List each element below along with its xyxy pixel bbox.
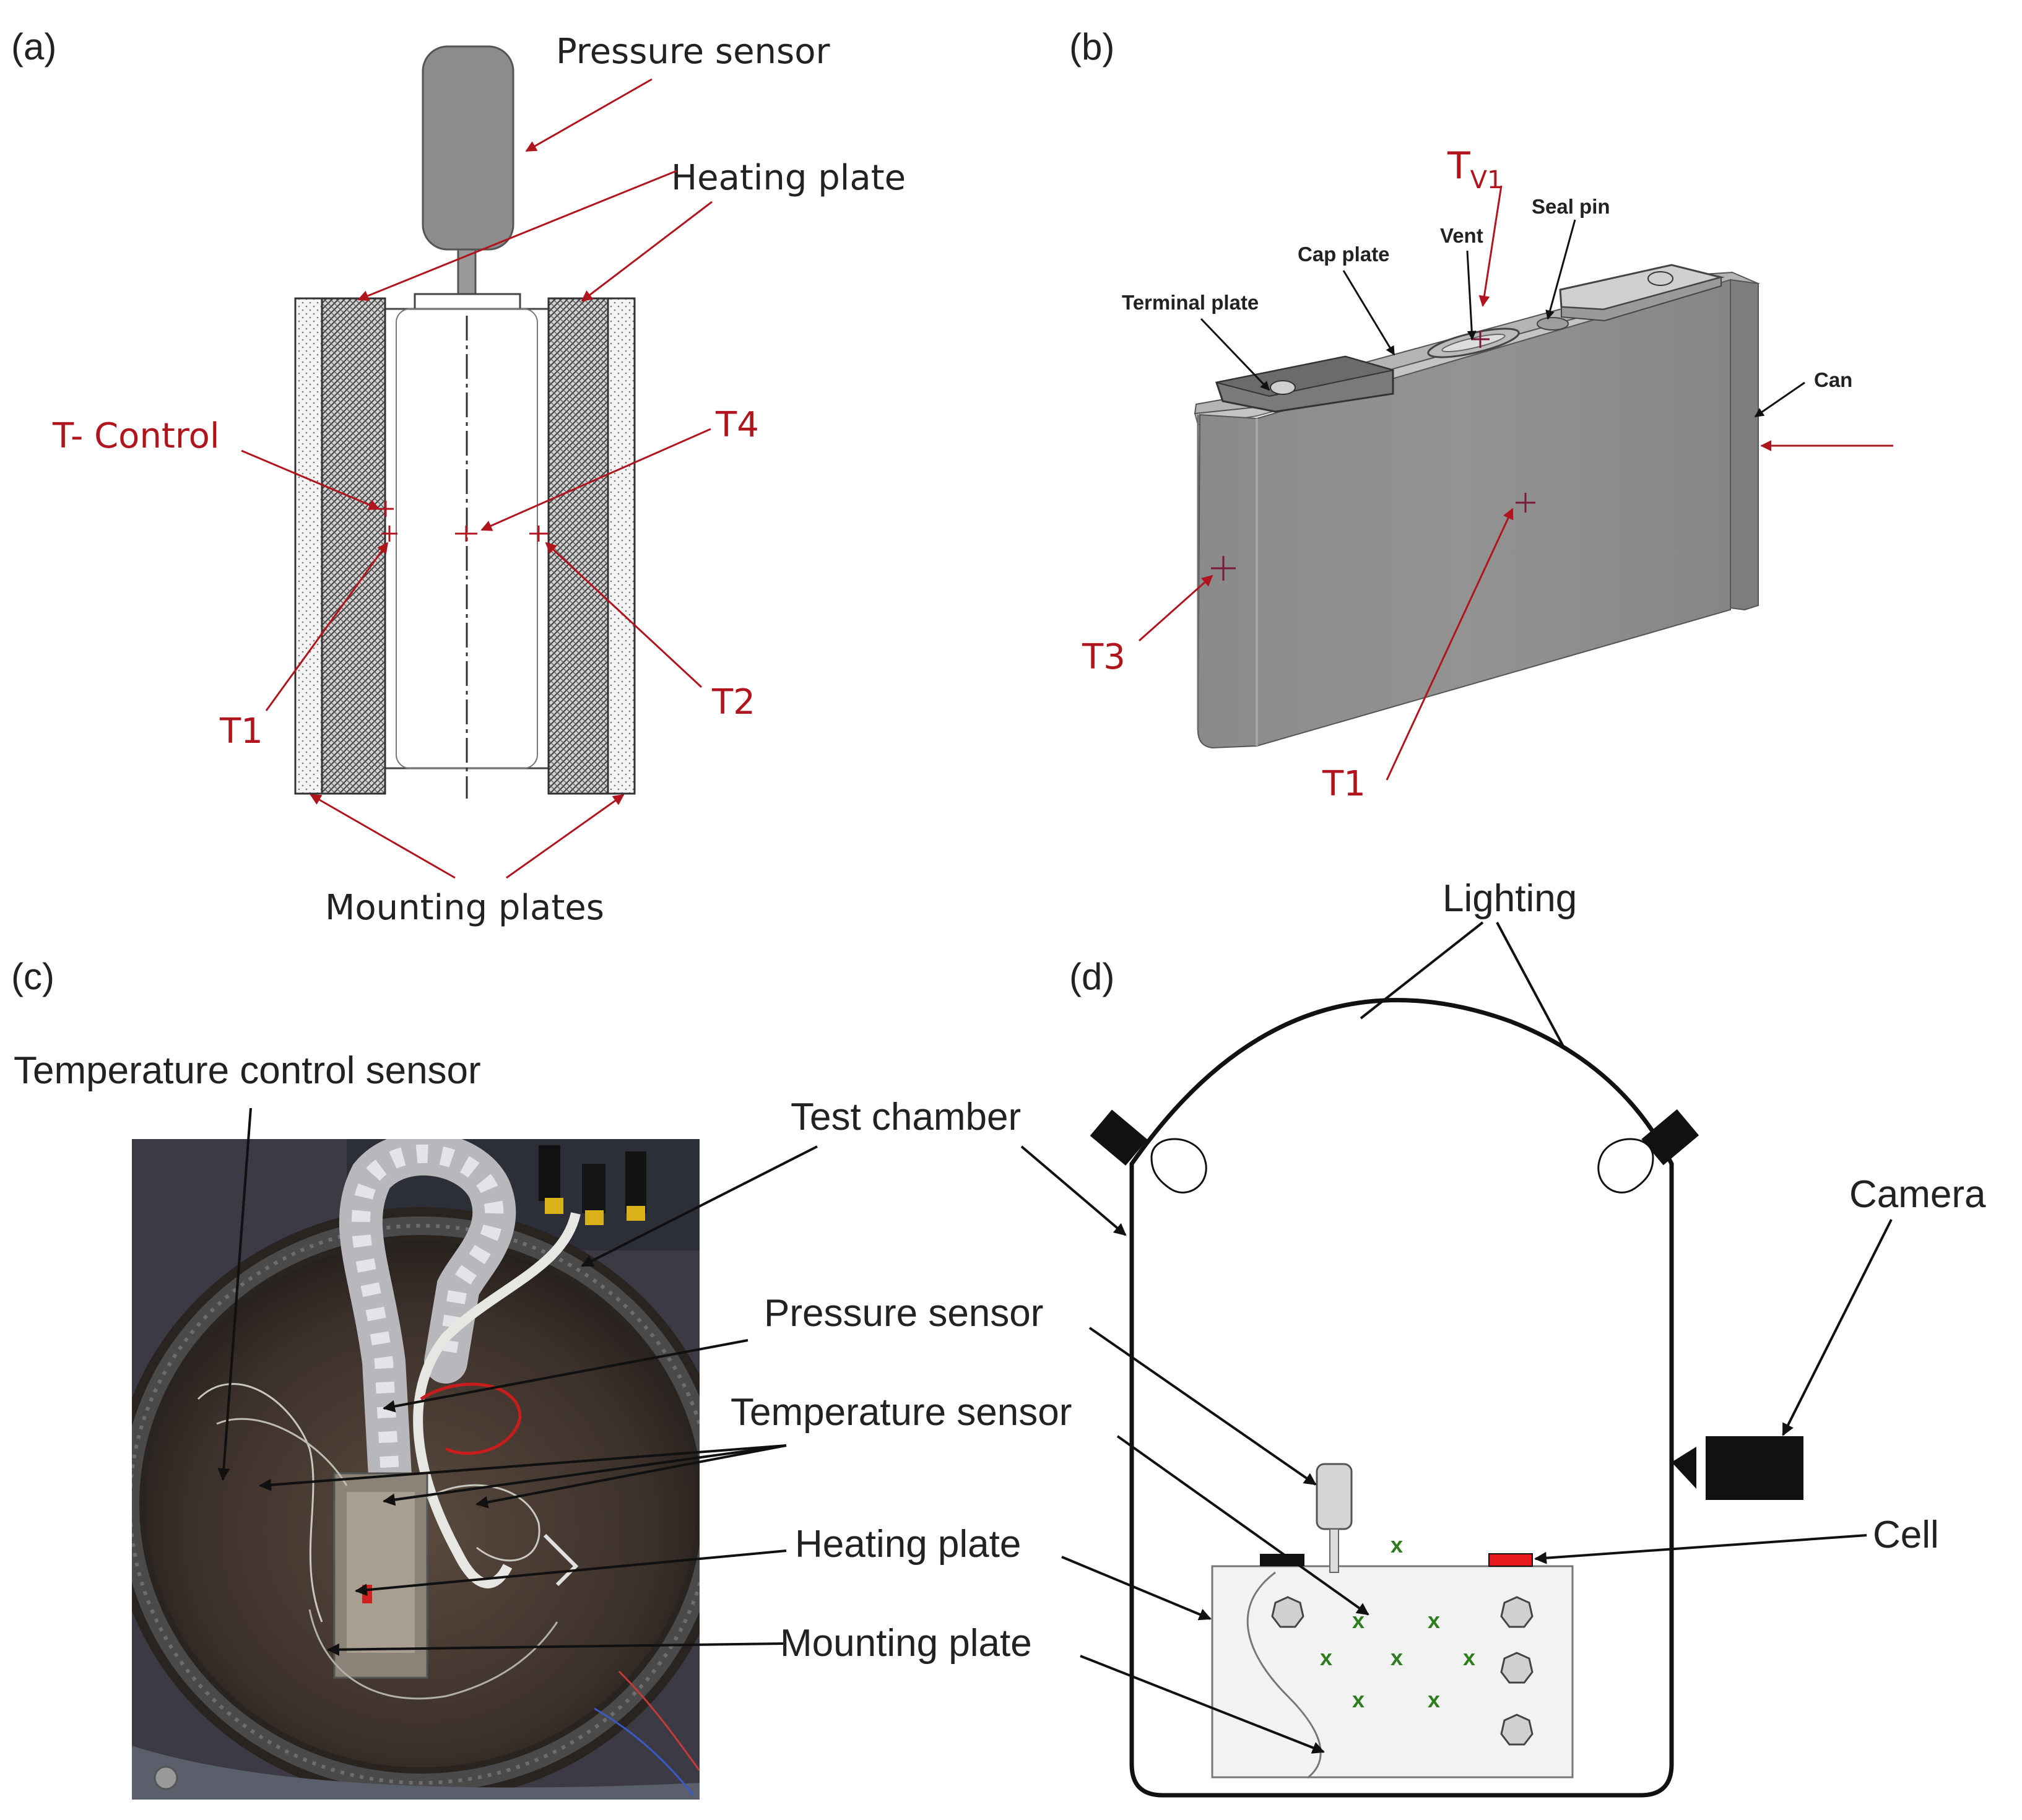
light-left (1090, 1109, 1148, 1166)
label-can: Can (1814, 368, 1852, 391)
sensor-mark-t4 (455, 526, 477, 542)
terminal-bolt-right (1647, 271, 1673, 286)
arrows-panel-b-red (1139, 185, 1893, 781)
sensor-x: x (1428, 1687, 1440, 1712)
sensor-markers: x x x x x x x x (1320, 1532, 1475, 1712)
panel-c-tag: (c) (11, 956, 54, 997)
label-terminal-plate: Terminal plate (1122, 291, 1259, 314)
sensor-mark-t-control (378, 501, 394, 517)
sensor-mark-t2 (529, 526, 549, 542)
cell-bar (1488, 1553, 1533, 1567)
sensor-mark-b-t1 (1516, 493, 1535, 513)
panel-a: (a) Pressure sensor Heating plate (11, 26, 906, 928)
label-heating-plate: Heating plate (671, 158, 906, 198)
sensor-x: x (1428, 1608, 1440, 1633)
pressure-sensor-body (422, 45, 514, 251)
label-cell: Cell (1873, 1514, 1939, 1556)
camera-lens (1672, 1447, 1696, 1489)
mounting-plate-right (607, 297, 636, 795)
light-beam-left (1150, 1138, 1207, 1194)
arrows-panel-a (241, 78, 713, 879)
sensor-x: x (1463, 1645, 1475, 1670)
light-right (1641, 1109, 1699, 1166)
sensor-mark-t1 (381, 526, 397, 542)
heating-plate-left (321, 297, 386, 795)
label-seal-pin: Seal pin (1532, 195, 1610, 218)
panel-c: (c) (11, 956, 1072, 1800)
d-pressure-sensor-stem (1329, 1528, 1339, 1573)
arrows-panel-d (1020, 921, 1893, 1754)
mounting-holes (1271, 1596, 1534, 1746)
label-test-chamber: Test chamber (791, 1096, 1021, 1138)
sensor-x: x (1320, 1645, 1332, 1670)
test-chamber-photo (132, 1139, 700, 1800)
label-cap-plate: Cap plate (1298, 243, 1390, 266)
label-camera: Camera (1849, 1173, 1986, 1216)
sensor-x: x (1391, 1645, 1403, 1670)
label-b-t1: T1 (1322, 764, 1366, 804)
panel-d-tag: (d) (1069, 956, 1114, 997)
label-mounting-plates: Mounting plates (325, 888, 604, 928)
mounting-plate-left (294, 297, 323, 795)
arrows-panel-c (217, 1107, 818, 1656)
light-beam-right (1597, 1138, 1654, 1194)
label-c-pressure-sensor: Pressure sensor (764, 1292, 1043, 1335)
label-c-heating-plate: Heating plate (795, 1523, 1021, 1566)
panel-d: (d) x x x x x (1020, 877, 1986, 1798)
heating-plate-right (547, 297, 609, 795)
label-c-mounting-plate: Mounting plate (780, 1622, 1032, 1665)
sensor-mark-t3 (1211, 556, 1236, 581)
panel-a-tag: (a) (11, 26, 56, 67)
sensor-x: x (1352, 1687, 1365, 1712)
camera-body (1706, 1436, 1803, 1500)
terminal-plate-right-edge (1561, 276, 1722, 322)
terminal-bolt-left (1270, 380, 1296, 395)
sensor-x: x (1391, 1532, 1403, 1558)
label-pressure-sensor: Pressure sensor (556, 32, 830, 72)
d-pressure-sensor (1316, 1463, 1353, 1530)
label-t4: T4 (715, 405, 759, 445)
panel-b: (b) TV1 S (1069, 26, 1893, 804)
label-lighting: Lighting (1443, 877, 1577, 920)
label-t2: T2 (711, 682, 755, 722)
seal-pin (1537, 317, 1569, 331)
label-t-control: T- Control (52, 416, 220, 456)
heating-plate-bar (1260, 1554, 1304, 1566)
label-t3: T3 (1082, 637, 1126, 677)
label-tv1: TV1 (1447, 144, 1503, 194)
label-temperature-control-sensor: Temperature control sensor (14, 1049, 481, 1092)
label-c-temperature-sensor: Temperature sensor (731, 1391, 1072, 1434)
label-t1: T1 (219, 711, 263, 752)
label-vent: Vent (1440, 224, 1483, 247)
arrows-panel-b-black (1200, 219, 1805, 418)
mounting-plate-cutaway (1246, 1571, 1322, 1779)
panel-b-tag: (b) (1069, 26, 1114, 67)
can-right-side (1730, 279, 1759, 611)
cell-top-cap (414, 293, 521, 310)
